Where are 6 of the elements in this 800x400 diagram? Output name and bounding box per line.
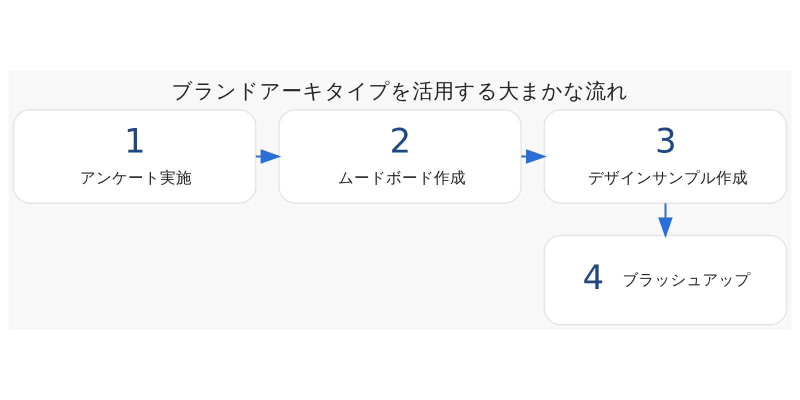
arrow: [658, 202, 673, 238]
node-box: 4 ブラッシュアップ: [544, 234, 788, 326]
node-box: 1 アンケート実施: [12, 108, 256, 204]
node-box: 2 ムードボード作成: [278, 108, 522, 204]
node-box: 3 デザインサンプル作成: [544, 108, 788, 204]
diagram-title: ブランドアーキタイプを活用する大まかな流れ: [172, 78, 628, 102]
